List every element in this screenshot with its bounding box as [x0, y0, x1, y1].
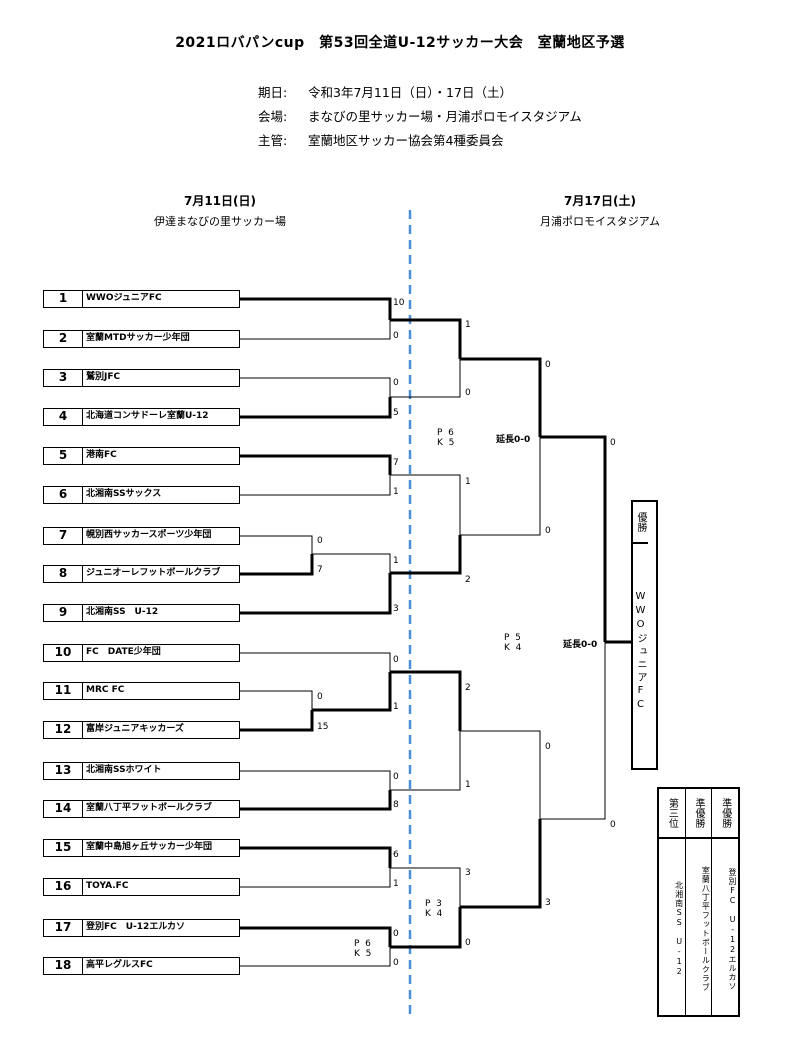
info-venue: 会場:まなびの里サッカー場・月浦ポロモイスタジアム [258, 109, 582, 124]
score: 1 [465, 320, 471, 330]
page-title: 2021ロバパンcup 第53回全道U-12サッカー大会 室蘭地区予選 [175, 35, 625, 51]
score: 7 [317, 565, 323, 575]
champion-name: WWOジュニアFC [635, 590, 646, 713]
score: 0 [393, 772, 399, 782]
day1-venue: 伊達まなびの里サッカー場 [154, 215, 286, 228]
score: 0 [393, 958, 399, 968]
score: 0 [393, 378, 399, 388]
score: 0 [545, 742, 551, 752]
rank-team: 登別FC U-12エルカソ [728, 867, 738, 991]
score: 0 [610, 438, 616, 448]
score: 7 [393, 458, 399, 468]
score: 0 [610, 820, 616, 830]
extra-time-note: 延長0-0 [496, 435, 531, 445]
score: 5 [393, 408, 399, 418]
score: 2 [465, 683, 471, 693]
pk-note: P 5 K 4 [504, 633, 522, 653]
rank-team: 室蘭八丁平フットボールクラブ [701, 866, 711, 992]
rank-column: 準優勝 登別FC U-12エルカソ [712, 789, 739, 1015]
rank-team: 北湘南SS U-12 [674, 881, 684, 977]
score: 10 [393, 298, 405, 308]
info-organizer: 主管:室蘭地区サッカー協会第4種委員会 [258, 133, 504, 148]
score: 15 [317, 722, 329, 732]
score: 0 [317, 536, 323, 546]
score: 0 [317, 692, 323, 702]
pk-note: P 6 K 5 [354, 939, 372, 959]
info-date: 期日:令和3年7月11日（日）・17日（土） [258, 85, 512, 100]
score: 0 [393, 929, 399, 939]
score: 6 [393, 850, 399, 860]
score: 0 [393, 331, 399, 341]
score: 0 [393, 655, 399, 665]
score: 0 [545, 526, 551, 536]
score: 1 [393, 702, 399, 712]
score: 3 [393, 604, 399, 614]
score: 0 [465, 938, 471, 948]
champion-header: 優勝 [633, 502, 648, 544]
day2-venue: 月浦ポロモイスタジアム [540, 215, 660, 228]
rank-column: 第三位 北湘南SS U-12 [659, 789, 686, 1015]
score: 1 [393, 487, 399, 497]
pk-note: P 3 K 4 [425, 899, 443, 919]
pk-note: P 6 K 5 [437, 428, 455, 448]
day2-date: 7月17日(土) [563, 194, 637, 208]
ranks-box: 第三位 北湘南SS U-12 準優勝 室蘭八丁平フットボールクラブ 準優勝 登別… [657, 787, 740, 1017]
score: 1 [465, 477, 471, 487]
score: 3 [545, 898, 551, 908]
rank-header: 準優勝 [712, 789, 739, 839]
score: 1 [393, 556, 399, 566]
extra-time-note: 延長0-0 [563, 640, 598, 650]
score: 0 [545, 360, 551, 370]
day1-date: 7月11日(日) [183, 194, 257, 208]
rank-header: 第三位 [659, 789, 685, 839]
champion-box: 優勝 WWOジュニアFC [631, 500, 658, 770]
score: 8 [393, 800, 399, 810]
score: 2 [465, 575, 471, 585]
score: 1 [465, 780, 471, 790]
rank-header: 準優勝 [685, 789, 712, 839]
rank-column: 準優勝 室蘭八丁平フットボールクラブ [685, 789, 713, 1015]
score: 0 [465, 388, 471, 398]
score: 1 [393, 879, 399, 889]
score: 3 [465, 868, 471, 878]
